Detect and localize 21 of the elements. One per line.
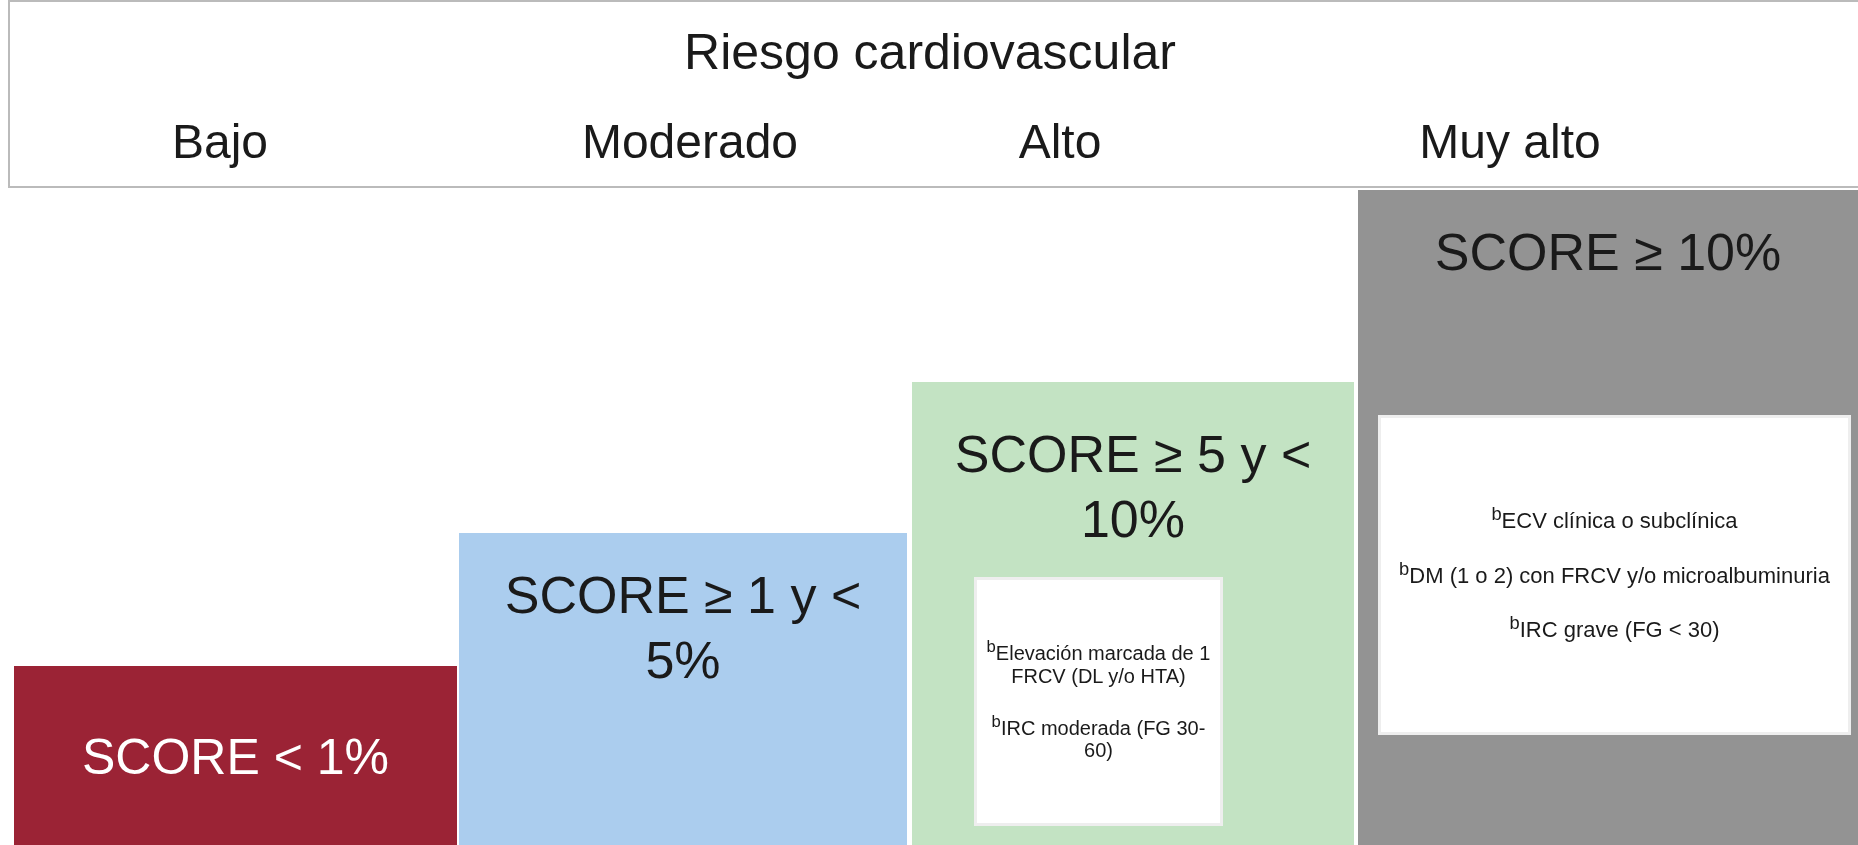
- criterion-text: $^{b}$ECV clínica o subclínica: [1490, 503, 1739, 534]
- column-heading: Alto: [1017, 114, 1103, 170]
- column-heading: Muy alto: [1418, 114, 1602, 170]
- criterion-text: $^{b}$DM (1 o 2) con FRCV y/o microalbuminuria: [1398, 557, 1831, 589]
- column-heading: Bajo: [170, 114, 270, 170]
- column-heading: Moderado: [580, 114, 800, 170]
- chart-heading: Riesgo cardiovascular: [683, 24, 1177, 82]
- risk-bar: [912, 382, 1354, 845]
- header-band: [8, 0, 1858, 188]
- criterion-text: $^{b}$IRC grave (FG < 30): [1508, 612, 1721, 643]
- score-label: SCORE < 1%: [80, 728, 391, 787]
- criteria-box: [974, 577, 1223, 826]
- risk-bar: [459, 533, 907, 845]
- score-label: SCORE ≥ 5 y < 10%: [953, 424, 1313, 550]
- risk-bar: [1358, 190, 1858, 845]
- criterion-text: $^{b}$IRC moderada (FG 30-60): [990, 711, 1207, 763]
- criterion-text: $^{b}$Elevación marcada de 1 FRCV (DL y/o HTA): [985, 636, 1212, 688]
- score-label: SCORE ≥ 10%: [1433, 222, 1783, 283]
- risk-bar: [14, 666, 457, 845]
- score-label: SCORE ≥ 1 y < 5%: [503, 565, 863, 691]
- criteria-box: [1378, 415, 1851, 735]
